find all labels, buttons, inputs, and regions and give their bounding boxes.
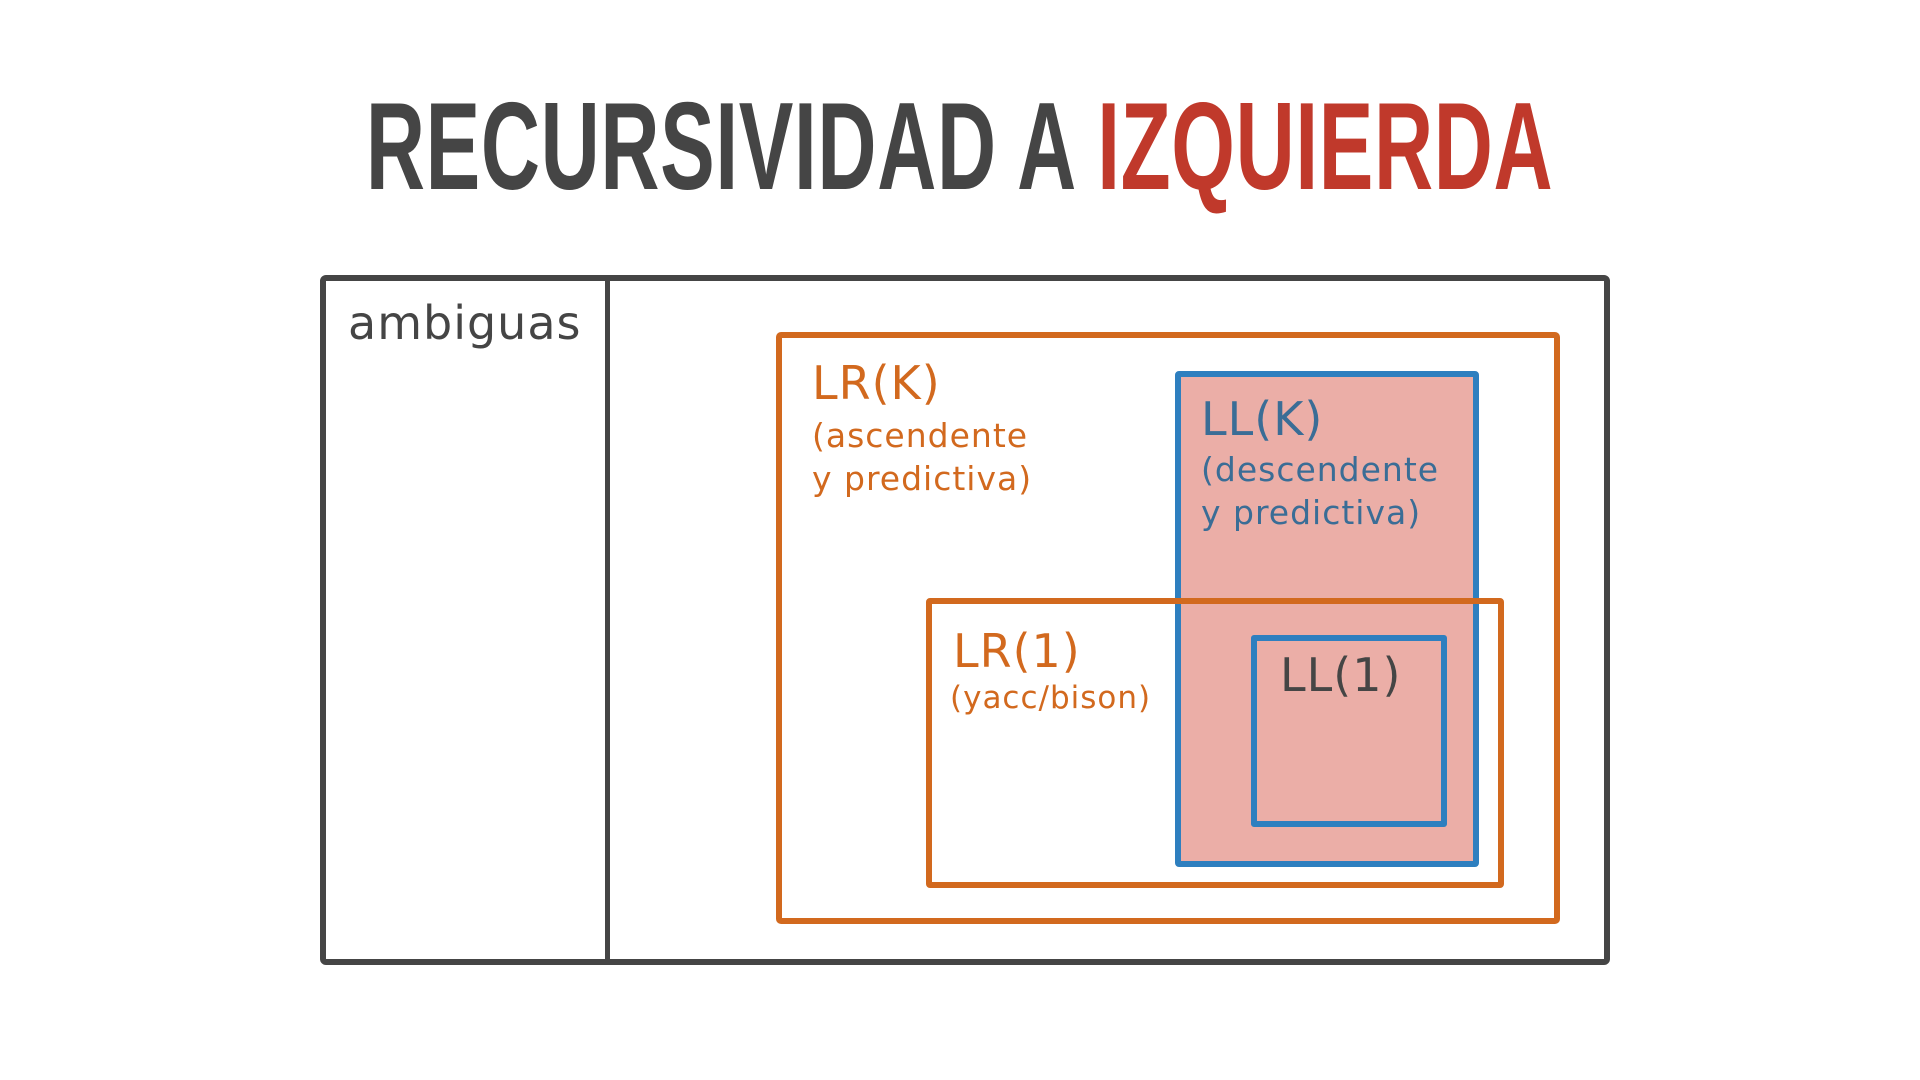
llk-sublabel: (descendente y predictiva) [1201,448,1439,534]
llk-region-box [1175,371,1479,867]
lr1-region-box [926,598,1504,888]
lr1-sublabel: (yacc/bison) [950,680,1152,716]
ll1-label: LL(1) [1280,648,1402,702]
llk-label: LL(K) [1201,392,1324,446]
lrk-sublabel-line2: y predictiva) [812,459,1033,498]
lrk-region-box [776,332,1560,924]
title-text: RECURSIVIDAD A IZQUIERDA [366,72,1553,222]
grammars-outer-box [320,275,1610,965]
ambiguas-divider [605,278,610,962]
title-part-accent: IZQUIERDA [1097,78,1554,216]
lrk-sublabel: (ascendente y predictiva) [812,414,1032,500]
ll1-region-box [1251,635,1447,827]
llk-sublabel-line2: y predictiva) [1201,493,1422,532]
lrk-label: LR(K) [812,356,941,410]
page-title: RECURSIVIDAD A IZQUIERDA [0,72,1920,222]
title-part-dark: RECURSIVIDAD A [366,78,1098,216]
lrk-sublabel-line1: (ascendente [812,416,1029,455]
ambiguas-label: ambiguas [348,296,582,350]
llk-sublabel-line1: (descendente [1201,450,1440,489]
lr1-label: LR(1) [953,624,1081,678]
